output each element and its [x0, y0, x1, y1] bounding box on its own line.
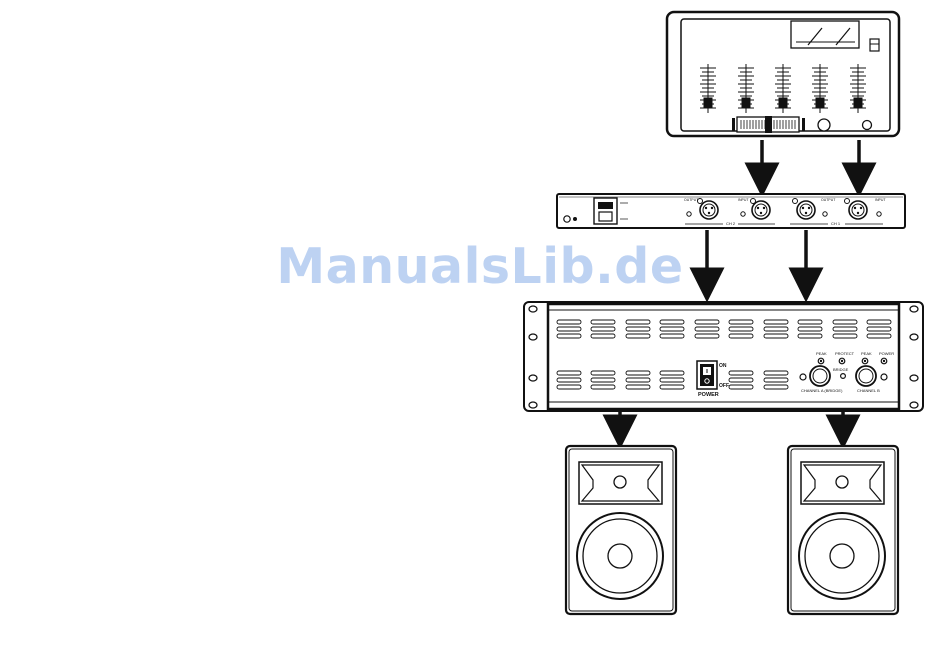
channel-a-label: CHANNEL A (BRIDGE) — [801, 388, 843, 393]
bridge-label: BRIDGE — [833, 367, 849, 372]
woofer-icon — [799, 513, 885, 599]
watermark: ManualsLib.de — [250, 238, 710, 295]
jack-a-icon — [800, 374, 806, 380]
woofer-icon — [577, 513, 663, 599]
channel-b-volume-knob[interactable] — [856, 366, 876, 386]
ch1-label: CH 1 — [831, 221, 841, 226]
xlr-connector-icon — [752, 201, 770, 219]
mixer-knob-icon — [818, 119, 830, 131]
crossfader-icon — [732, 116, 805, 133]
tweeter-icon — [579, 462, 662, 504]
indicator-peak-b-label: PEAK — [861, 351, 872, 356]
crossover: OUTPUT INPUT CH 2 — [557, 194, 905, 228]
ch2-label: CH 2 — [726, 221, 736, 226]
ch1-output-label: OUTPUT — [821, 198, 836, 202]
indicator-protect-label: PROTECT — [835, 351, 855, 356]
xlr-connector-icon — [849, 201, 867, 219]
vu-meter-icon — [791, 21, 859, 48]
indicator-peak-a-label: PEAK — [816, 351, 827, 356]
power-switch[interactable] — [697, 361, 717, 389]
xlr-connector-icon — [700, 201, 718, 219]
tweeter-icon — [801, 462, 884, 504]
power-label: POWER — [698, 392, 719, 398]
ch2-output-label: OUTPUT — [684, 198, 699, 202]
headphone-jack-icon — [863, 121, 872, 130]
xlr-connector-icon — [797, 201, 815, 219]
switch-off-label: OFF — [719, 383, 729, 389]
speaker-right — [788, 446, 898, 614]
jack-b-icon — [881, 374, 887, 380]
indicator-power-label: POWER — [879, 351, 894, 356]
ch1-input-label: INPUT — [875, 198, 886, 202]
mixer-switch-icon — [870, 39, 879, 51]
mixer — [667, 12, 899, 136]
channel-a-volume-knob[interactable] — [810, 366, 830, 386]
amplifier: ON OFF POWER PEAK PROTECT PEAK POWER BRI… — [524, 302, 923, 411]
amp-vents-bottom — [557, 371, 788, 389]
ch2-input-label: INPUT — [738, 198, 749, 202]
channel-b-label: CHANNEL B — [857, 388, 880, 393]
switch-on-label: ON — [719, 363, 727, 369]
speaker-left — [566, 446, 676, 614]
